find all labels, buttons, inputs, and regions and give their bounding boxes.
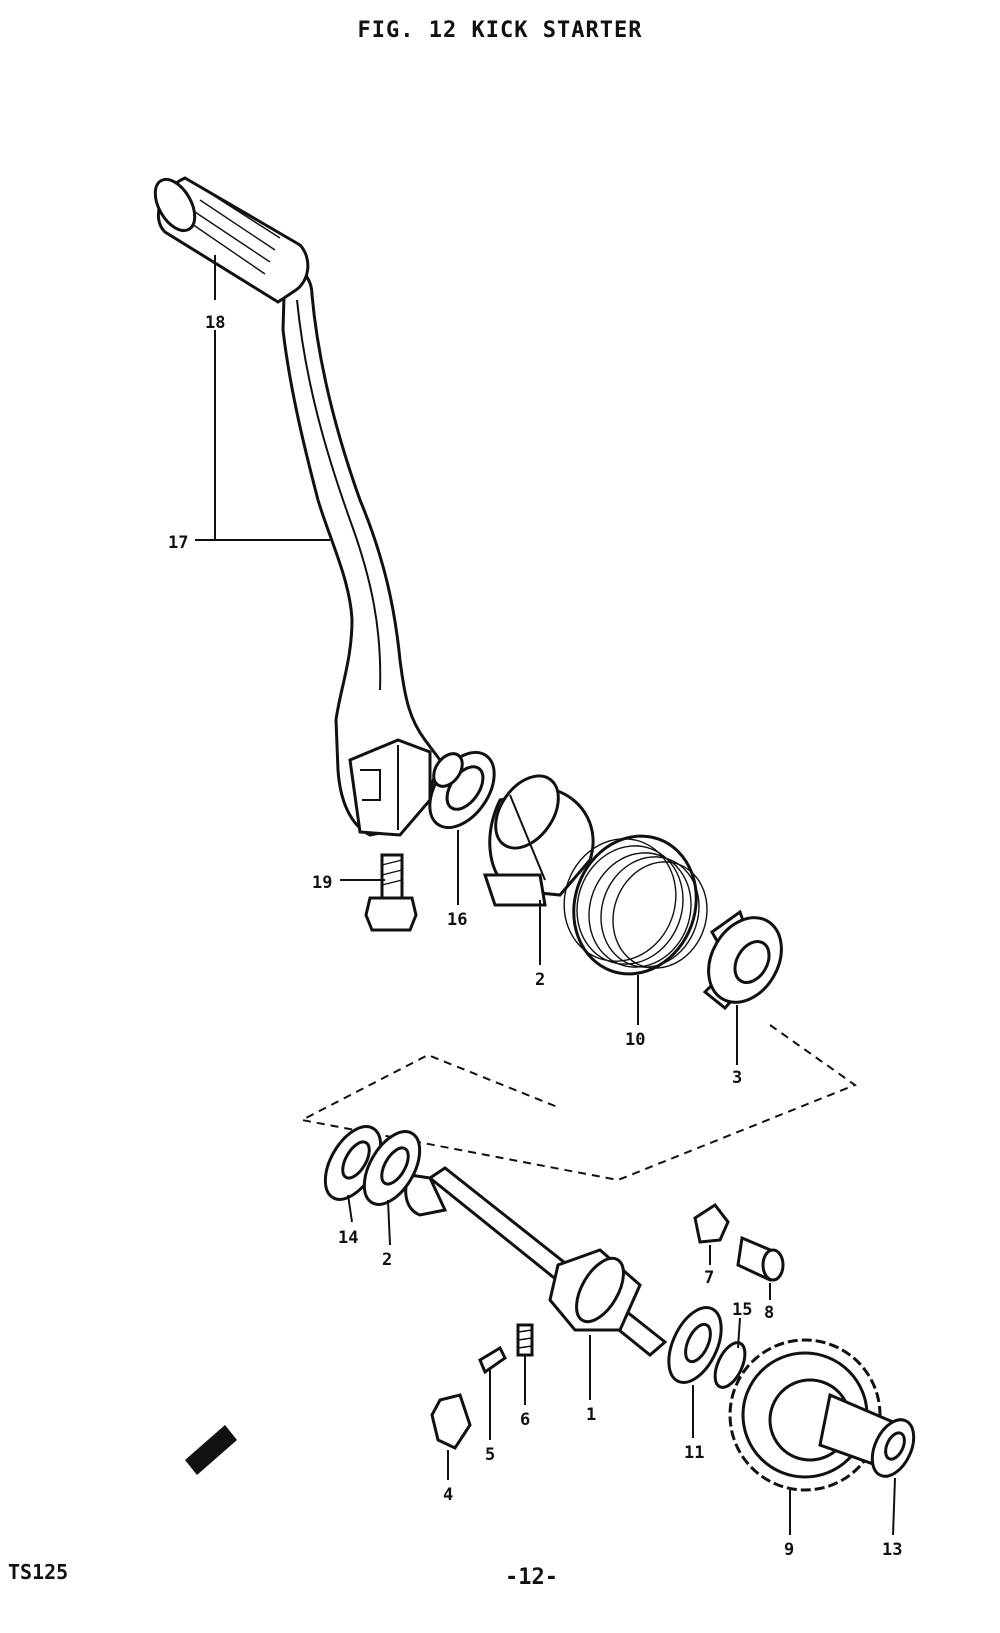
leader-lines bbox=[195, 255, 896, 1536]
spring-guide bbox=[482, 774, 595, 907]
oil-seal bbox=[428, 751, 496, 829]
callout-2-spring-guide: 2 bbox=[535, 970, 545, 990]
callout-7: 7 bbox=[704, 1268, 714, 1288]
callout-11: 11 bbox=[684, 1443, 704, 1463]
spring-holder bbox=[702, 909, 783, 1011]
callout-8: 8 bbox=[764, 1303, 774, 1323]
model-code: TS125 bbox=[8, 1560, 69, 1584]
kick-stopper bbox=[693, 1202, 730, 1244]
lever-bolt bbox=[364, 853, 418, 932]
kick-pawl bbox=[430, 1393, 472, 1450]
figure-title: FIG. 12 KICK STARTER bbox=[357, 18, 643, 43]
assembly-guide-line bbox=[298, 1024, 858, 1182]
gear-washer bbox=[870, 1418, 916, 1478]
callout-5: 5 bbox=[485, 1445, 495, 1465]
page-number: -12- bbox=[505, 1565, 558, 1590]
pawl-pin bbox=[478, 1345, 507, 1375]
callout-3: 3 bbox=[732, 1068, 742, 1088]
callout-17: 17 bbox=[168, 533, 188, 553]
callout-19: 19 bbox=[312, 873, 332, 893]
callout-16: 16 bbox=[447, 910, 467, 930]
shim-washer bbox=[362, 1130, 422, 1206]
kick-lever bbox=[281, 260, 442, 837]
pawl-spring bbox=[516, 1323, 534, 1357]
callout-18: 18 bbox=[205, 313, 225, 333]
callout-10: 10 bbox=[625, 1030, 645, 1050]
callout-9: 9 bbox=[784, 1540, 794, 1560]
kick-starter-shaft bbox=[404, 1166, 668, 1357]
stopper-bolt bbox=[736, 1235, 785, 1282]
circlip bbox=[713, 1341, 747, 1389]
callout-6: 6 bbox=[520, 1410, 530, 1430]
callout-2-washer: 2 bbox=[382, 1250, 392, 1270]
callout-15: 15 bbox=[732, 1300, 752, 1320]
kick-drive-gear bbox=[728, 1338, 911, 1492]
front-direction-arrow bbox=[185, 1425, 237, 1475]
callout-13: 13 bbox=[882, 1540, 902, 1560]
callout-14: 14 bbox=[338, 1228, 358, 1248]
callout-1: 1 bbox=[586, 1405, 596, 1425]
callout-4: 4 bbox=[443, 1485, 453, 1505]
return-spring bbox=[563, 834, 708, 976]
kick-grip-rubber bbox=[153, 176, 310, 304]
idler-washer bbox=[667, 1306, 723, 1384]
